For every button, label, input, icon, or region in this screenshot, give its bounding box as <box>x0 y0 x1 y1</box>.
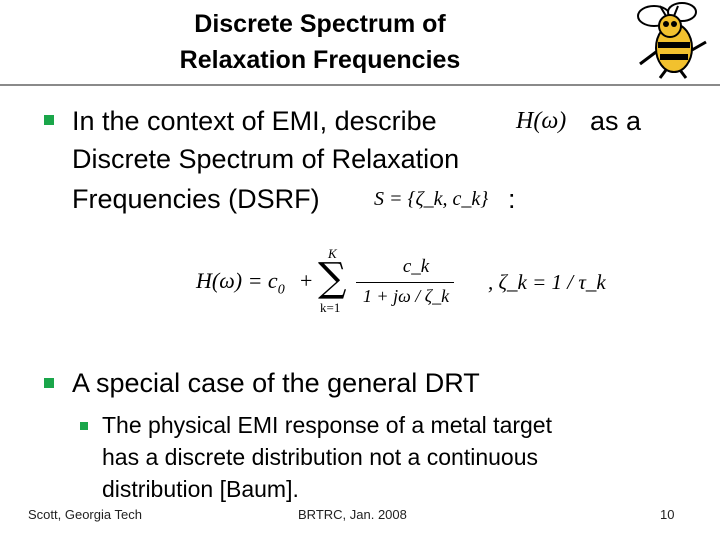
title-line-2: Relaxation Frequencies <box>179 46 461 74</box>
bullet-1-colon: : <box>508 184 516 214</box>
sum-lower-limit: k=1 <box>320 300 341 315</box>
footer-author: Scott, Georgia Tech <box>28 507 142 522</box>
sum-upper-limit: K <box>328 246 337 261</box>
zeta-tau-relation: , ζ_k = 1 / τ_k <box>488 270 606 294</box>
sub-bullet-line-2: has a discrete distribution not a contin… <box>102 444 538 470</box>
bullet-1-line-3: Frequencies (DSRF) <box>72 184 320 214</box>
sigma-symbol: ∑ <box>318 255 347 301</box>
slide-title: Discrete Spectrum of Relaxation Frequenc… <box>60 6 580 78</box>
dsrf-set-math: S = {ζ_k, c_k} <box>374 188 489 210</box>
yellow-jacket-logo-icon <box>632 2 714 80</box>
page-number: 10 <box>660 507 675 522</box>
plus-sign: + <box>300 268 313 293</box>
fraction-numerator: c_k <box>402 256 430 277</box>
title-divider <box>0 84 720 86</box>
bullet-2-text: A special case of the general DRT <box>72 368 480 398</box>
sub-bullet-line-1: The physical EMI response of a metal tar… <box>102 412 552 438</box>
bullet-marker <box>44 378 54 388</box>
sub-bullet-marker <box>80 422 88 430</box>
bullet-1-line-1: In the context of EMI, describe <box>72 102 437 140</box>
h-omega-math: H(ω) <box>516 108 567 134</box>
bullet-1-line-2: Discrete Spectrum of Relaxation <box>72 144 460 174</box>
sub-bullet-line-3: distribution [Baum]. <box>102 476 299 502</box>
c0-subscript: 0 <box>277 282 285 298</box>
bullet-marker <box>44 115 54 125</box>
bullet-1-text-b: as a <box>590 106 642 136</box>
fraction-bar <box>356 282 454 283</box>
fraction-denominator: 1 + jω / ζ_k <box>362 286 450 306</box>
title-line-1: Discrete Spectrum of <box>194 10 446 38</box>
equation-lhs: H(ω) = c0 <box>196 268 285 298</box>
footer-venue: BRTRC, Jan. 2008 <box>298 507 407 522</box>
bullet-1-text-a: In the context of EMI, describe <box>72 106 437 136</box>
